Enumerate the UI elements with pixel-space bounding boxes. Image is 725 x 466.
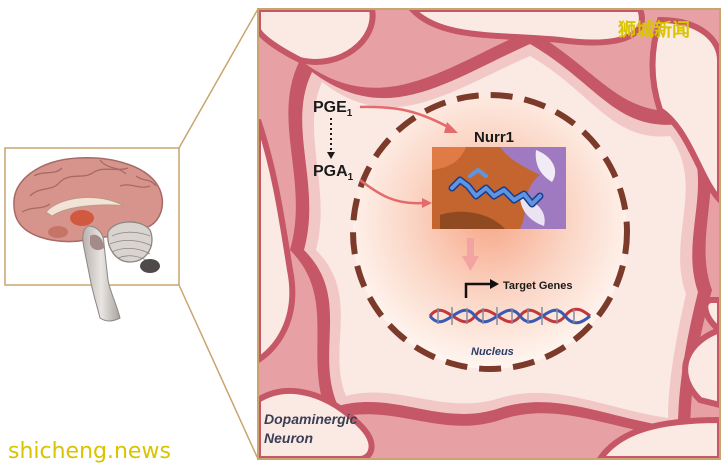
nurr1-label: Nurr1 xyxy=(474,129,514,146)
nurr1-protein-structure xyxy=(432,147,566,229)
svg-text:PGA1: PGA1 xyxy=(313,163,354,183)
brain-inset xyxy=(4,147,180,322)
zoom-connector-lines xyxy=(178,8,259,460)
nuclear-envelope xyxy=(350,92,630,372)
nucleus-label: Nucleus xyxy=(471,346,514,358)
conversion-arrow xyxy=(327,118,335,159)
pge1-label: PGE1 xyxy=(313,99,353,119)
pge1-binding-arrow xyxy=(359,105,458,133)
neuron-panel: Nurr1 PGE1 PGA1 xyxy=(258,9,720,459)
pga1-label: PGA1 xyxy=(313,163,354,183)
dna-helix xyxy=(428,307,591,325)
brain-illustration xyxy=(13,157,164,322)
target-genes-label: Target Genes xyxy=(503,280,573,292)
svg-text:PGE1: PGE1 xyxy=(313,99,353,119)
activation-arrow xyxy=(462,238,479,271)
promoter-arrow xyxy=(464,279,499,298)
watermark-site: shicheng.news xyxy=(8,439,171,464)
cell-type-label-line2: Neuron xyxy=(264,430,313,446)
cell-type-label-line1: Dopaminergic xyxy=(264,411,358,427)
pga1-binding-arrow xyxy=(359,178,432,208)
watermark-cn: 狮城新闻 xyxy=(618,19,690,41)
neuron-panel-frame xyxy=(257,8,721,460)
